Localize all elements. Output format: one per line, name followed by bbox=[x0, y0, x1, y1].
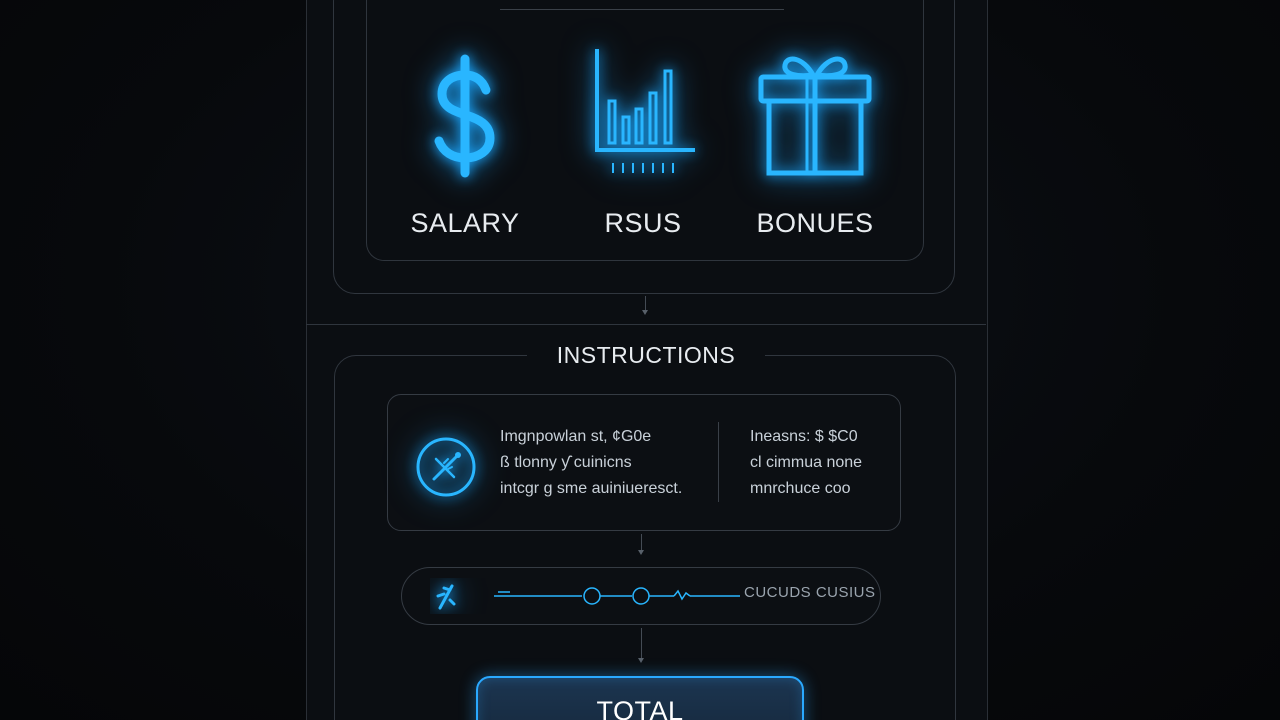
instructions-icon bbox=[414, 435, 478, 499]
instructions-left-line: Imgnpowlan st, ¢G0e bbox=[500, 428, 652, 445]
instructions-title: INSTRUCTIONS bbox=[556, 342, 736, 368]
node-icon bbox=[632, 587, 650, 605]
rsus-label: RSUS bbox=[604, 208, 682, 238]
gift-icon bbox=[725, 40, 905, 190]
salary-label: SALARY bbox=[410, 208, 520, 238]
instructions-right-text: Ineasns: $ $C0 cl cimmua none mnrchuce c… bbox=[750, 424, 862, 502]
instructions-left-line: intcgr g sme auiniueresct. bbox=[500, 480, 683, 497]
instructions-left-text: Imgnpowlan st, ¢G0e ß tlonny ƴ cuinicns … bbox=[500, 424, 682, 502]
flow-pill[interactable] bbox=[401, 567, 881, 625]
flow-diagram bbox=[436, 584, 740, 610]
bar-chart-icon bbox=[553, 40, 733, 190]
connector-line bbox=[645, 296, 646, 310]
total-label: TOTAL bbox=[596, 696, 684, 720]
node-icon bbox=[583, 587, 601, 605]
bonuses-item[interactable]: BONUES bbox=[725, 40, 905, 239]
section-divider bbox=[306, 324, 986, 325]
instructions-title-backdrop bbox=[527, 340, 765, 370]
dollar-sign-icon bbox=[375, 40, 555, 190]
connector-line bbox=[641, 534, 642, 550]
instructions-right-line: Ineasns: $ $C0 bbox=[750, 428, 858, 445]
rsus-item[interactable]: RSUS bbox=[553, 40, 733, 239]
top-divider bbox=[500, 9, 784, 10]
compensation-card bbox=[366, 0, 924, 261]
instructions-left-line: ß tlonny ƴ cuinicns bbox=[500, 454, 632, 471]
instructions-right-line: cl cimmua none bbox=[750, 454, 863, 471]
arrow-down-icon bbox=[638, 550, 644, 555]
arrow-down-icon bbox=[642, 310, 648, 315]
total-button[interactable]: TOTAL bbox=[476, 676, 804, 720]
wand-icon bbox=[436, 584, 456, 610]
compensation-panel bbox=[333, 0, 955, 294]
instructions-separator bbox=[718, 422, 719, 502]
salary-item[interactable]: SALARY bbox=[375, 40, 555, 239]
connector-line bbox=[641, 628, 642, 658]
bonuses-label: BONUES bbox=[756, 208, 874, 238]
flow-label: CUCUDS CUSIUS bbox=[744, 584, 876, 601]
arrow-down-icon bbox=[638, 658, 644, 663]
instructions-right-line: mnrchuce coo bbox=[750, 480, 851, 497]
